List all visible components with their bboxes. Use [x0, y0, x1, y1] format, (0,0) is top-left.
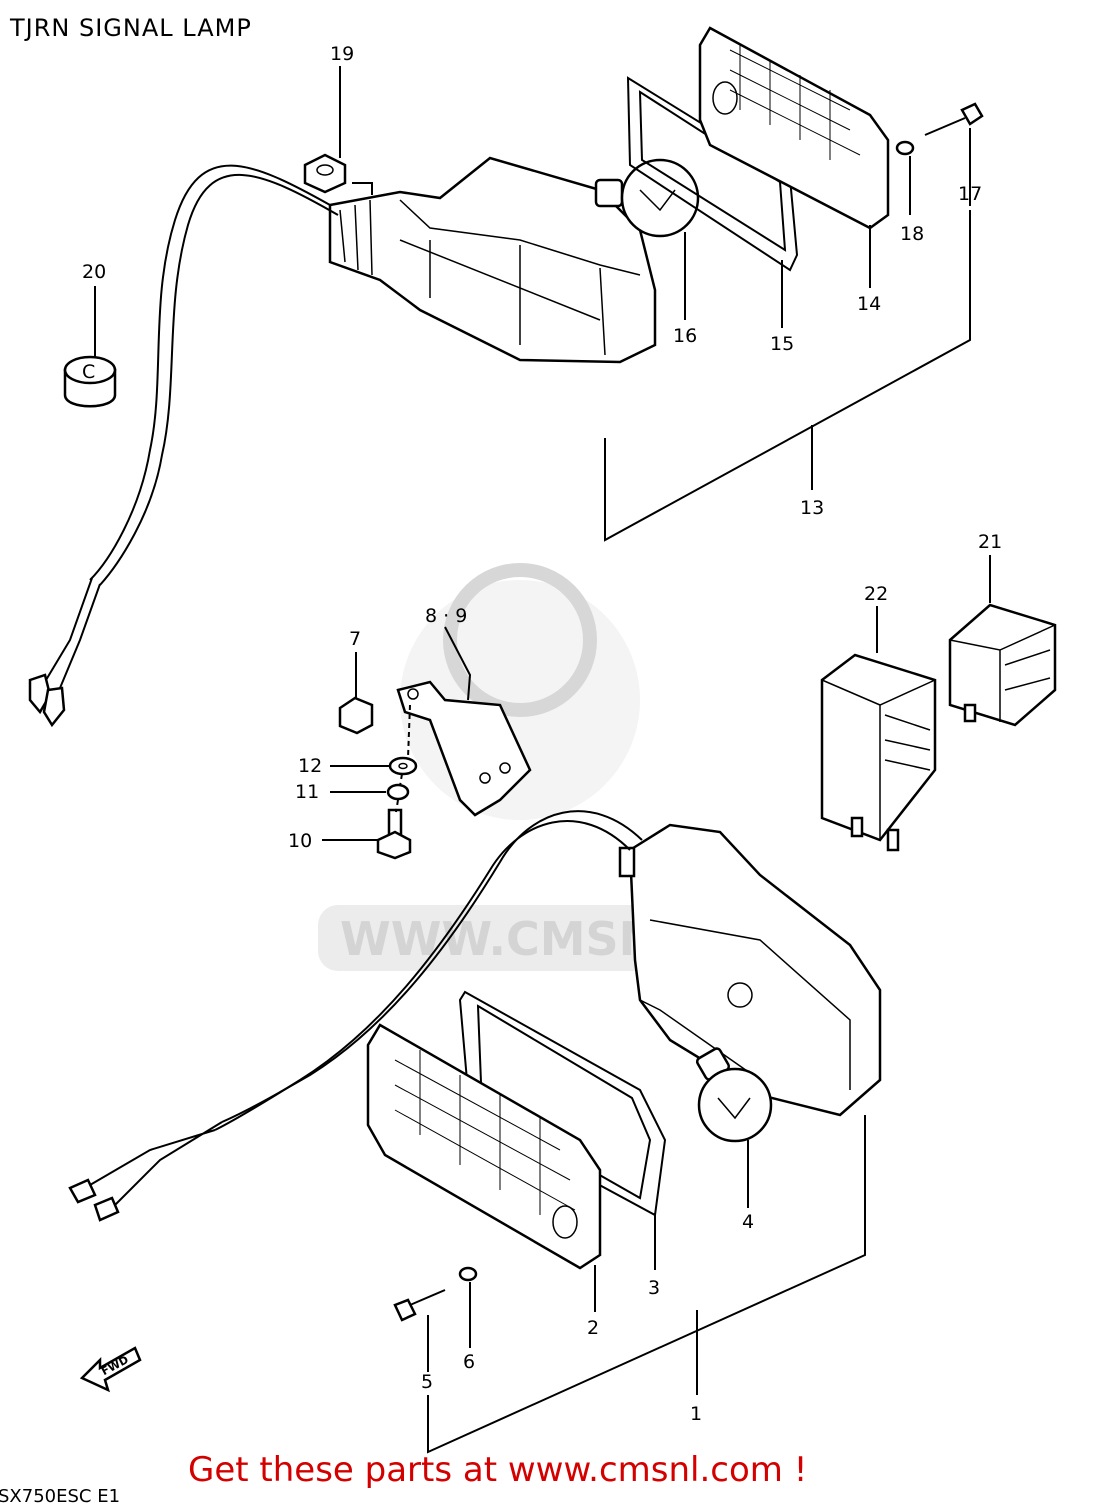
part-labels: 19 20 16 15 14 18 17 13 21 22 8 · 9 7 12… — [82, 43, 1002, 1425]
label-1: 1 — [690, 1403, 702, 1425]
label-16: 16 — [673, 325, 697, 347]
relay-21 — [948, 603, 1057, 727]
label-18: 18 — [900, 223, 924, 245]
relay-22 — [820, 653, 937, 852]
grommet-20: C — [63, 355, 117, 408]
svg-text:C: C — [82, 361, 95, 383]
lens-2 — [366, 1023, 602, 1270]
upper-lamp-wire — [28, 164, 339, 728]
label-4: 4 — [742, 1211, 754, 1233]
bulb-16 — [594, 158, 700, 238]
diagram-title: TJRN SIGNAL LAMP — [10, 14, 252, 42]
label-19: 19 — [330, 43, 354, 65]
nut-19 — [303, 153, 347, 194]
upper-lamp-housing — [328, 156, 657, 364]
label-10: 10 — [288, 830, 312, 852]
label-2: 2 — [587, 1317, 599, 1339]
diagram-code: SX750ESC E1 — [0, 1486, 121, 1507]
label-22: 22 — [864, 583, 888, 605]
label-3: 3 — [648, 1277, 660, 1299]
label-5: 5 — [421, 1371, 433, 1393]
label-17: 17 — [958, 183, 982, 205]
label-21: 21 — [978, 531, 1002, 553]
label-14: 14 — [857, 293, 881, 315]
label-20: 20 — [82, 261, 106, 283]
lens-14 — [698, 26, 890, 230]
label-11: 11 — [295, 781, 319, 803]
washer-18 — [895, 140, 915, 156]
label-7: 7 — [349, 628, 361, 650]
label-8-9: 8 · 9 — [425, 605, 467, 627]
label-12: 12 — [298, 755, 322, 777]
screw-5 — [393, 1289, 446, 1322]
nut-7 — [338, 696, 374, 735]
footer-link-text[interactable]: Get these parts at www.cmsnl.com ! — [188, 1450, 808, 1490]
fwd-arrow-icon: FWD — [79, 1346, 142, 1393]
label-6: 6 — [463, 1351, 475, 1373]
leader-lines — [94, 66, 991, 1454]
washer-11 — [386, 783, 410, 801]
lower-lamp-housing — [618, 823, 882, 1117]
bracket-8-9 — [396, 680, 532, 817]
lower-lamp-wire — [68, 810, 643, 1222]
label-13: 13 — [800, 497, 824, 519]
washer-12 — [388, 756, 418, 776]
washer-6 — [458, 1266, 478, 1282]
bolt-10 — [376, 808, 412, 860]
screw-17 — [924, 102, 984, 136]
label-15: 15 — [770, 333, 794, 355]
bulb-4 — [695, 1047, 773, 1143]
